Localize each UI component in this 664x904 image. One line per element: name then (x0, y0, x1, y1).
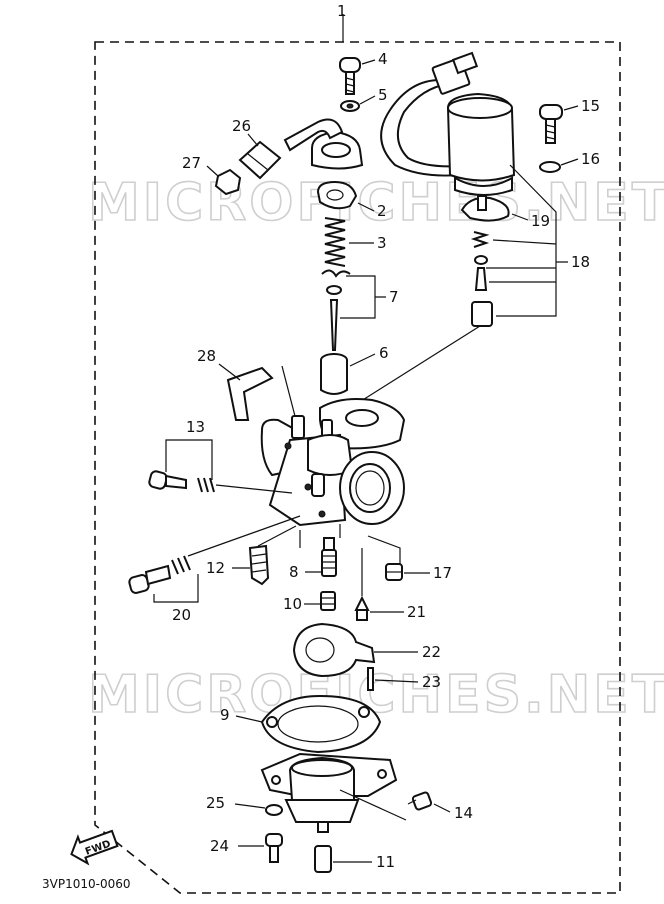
leader-26 (247, 133, 259, 147)
leader-19 (511, 213, 529, 221)
screw-24 (265, 833, 283, 863)
callout-2: 2 (377, 202, 387, 220)
fwd-arrow-icon (70, 829, 119, 866)
needle-jet-8 (321, 537, 337, 577)
callout-22: 22 (422, 643, 441, 661)
callout-17: 17 (433, 564, 452, 582)
needle-valve-21 (354, 595, 370, 621)
callout-8: 8 (289, 563, 299, 581)
callout-24: 24 (210, 837, 229, 855)
leader-16 (560, 158, 579, 166)
screw-4 (339, 57, 361, 95)
part-12 (248, 544, 270, 586)
gasket-2 (316, 180, 358, 210)
callout-15: 15 (581, 97, 600, 115)
throttle-stop-screw-20 (128, 555, 191, 594)
callout-26: 26 (232, 117, 251, 135)
callout-18: 18 (571, 253, 590, 271)
washer-16 (539, 161, 561, 173)
part-17 (385, 563, 403, 581)
leader-4 (361, 59, 376, 65)
screw-15 (539, 104, 563, 144)
throttle-valve-6 (320, 353, 348, 395)
carburetor-top-cap (283, 118, 364, 170)
leader-28 (218, 363, 241, 381)
callout-23: 23 (422, 673, 441, 691)
leader-23 (374, 679, 419, 683)
callout-9: 9 (220, 706, 230, 724)
float-bowl (260, 752, 398, 833)
callout-14: 14 (454, 804, 473, 822)
callout-7: 7 (389, 288, 399, 306)
leader-9 (235, 715, 263, 723)
callout-6: 6 (379, 344, 389, 362)
callout-28: 28 (197, 347, 216, 365)
callout-11: 11 (376, 853, 395, 871)
float-22 (292, 622, 376, 678)
callout-21: 21 (407, 603, 426, 621)
auto-choke-19 (380, 51, 516, 222)
watermark-top: MICROFICHES.NET (88, 173, 664, 233)
callout-13: 13 (186, 418, 205, 436)
callout-25: 25 (206, 794, 225, 812)
leader-7 (340, 275, 386, 319)
callout-12: 12 (206, 559, 225, 577)
spring-3 (324, 217, 346, 267)
callout-10: 10 (283, 595, 302, 613)
pilot-screw-13 (148, 470, 215, 493)
main-jet-10 (320, 591, 336, 611)
drain-hose-11 (314, 845, 332, 873)
choke-plunger-18 (470, 231, 493, 327)
gasket-9 (260, 694, 382, 754)
leader-13 (165, 439, 213, 480)
callout-4: 4 (378, 50, 388, 68)
leader-18 (486, 164, 568, 317)
hose-26 (238, 140, 282, 180)
leader-5 (359, 95, 376, 105)
choke-link-line (349, 325, 481, 409)
hose-28 (226, 366, 274, 421)
carburetor-body (260, 398, 406, 527)
callout-16: 16 (581, 150, 600, 168)
needle-set-7 (321, 269, 351, 351)
callout-3: 3 (377, 234, 387, 252)
callout-20: 20 (172, 606, 191, 624)
callout-5: 5 (378, 86, 388, 104)
leader-15 (563, 105, 579, 111)
leader-2 (357, 202, 375, 212)
leader-25 (234, 803, 266, 809)
drawing-code: 3VP1010-0060 (42, 877, 131, 891)
pin-23 (367, 667, 374, 691)
leader-20 (153, 574, 199, 603)
leader-27 (206, 165, 219, 177)
callout-19: 19 (531, 212, 550, 230)
callout-27: 27 (182, 154, 201, 172)
nut-27 (214, 168, 242, 196)
leader-14 (339, 789, 451, 821)
callout-1: 1 (337, 2, 347, 20)
drain-screw-14 (407, 791, 433, 811)
leader-6 (349, 353, 376, 367)
assembly-frame (94, 41, 621, 894)
washer-25 (265, 804, 283, 816)
